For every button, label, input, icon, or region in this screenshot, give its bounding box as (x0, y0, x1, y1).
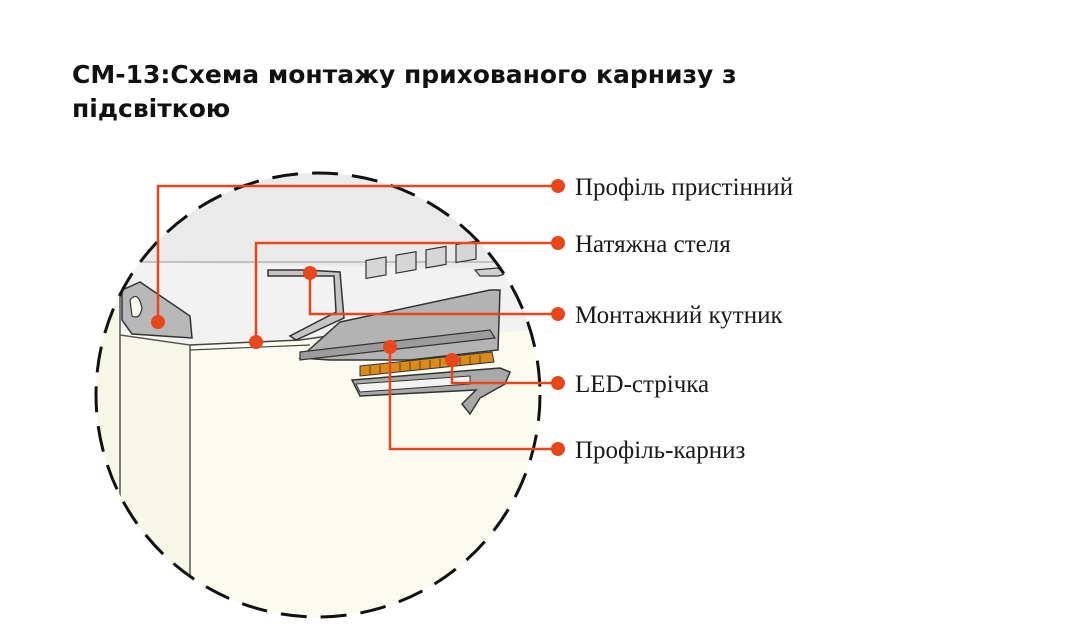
marker-led-strip (445, 353, 459, 367)
label-cornice-profile: Профіль-карниз (575, 437, 746, 464)
leader-stretch-ceiling (254, 241, 558, 342)
detail-circle (94, 171, 542, 619)
marker-mounting-angle (303, 266, 317, 280)
label-wall-profile: Профіль пристінний (575, 174, 793, 201)
detail-illustration (96, 173, 540, 617)
end-dot-cornice-profile (551, 442, 565, 456)
label-mounting-angle: Монтажний кутник (575, 302, 783, 329)
label-stretch-ceiling: Натяжна стеля (575, 231, 731, 258)
end-dot-mounting-angle (551, 307, 565, 321)
page-title: СМ-13:Схема монтажу прихованого карнизу … (72, 60, 737, 123)
marker-stretch-ceiling (249, 335, 263, 349)
end-dot-led-strip (551, 376, 565, 390)
marker-cornice-profile (383, 340, 397, 354)
label-led-strip: LED-стрічка (575, 371, 709, 398)
end-dot-stretch-ceiling (551, 236, 565, 250)
end-dot-wall-profile (551, 179, 565, 193)
leader-led-strip (450, 360, 558, 385)
marker-wall-profile (151, 315, 165, 329)
leader-mounting-angle (308, 273, 558, 316)
leader-wall-profile (156, 184, 558, 322)
mounting-angle-shape (267, 269, 345, 341)
leader-cornice-profile (388, 347, 558, 451)
